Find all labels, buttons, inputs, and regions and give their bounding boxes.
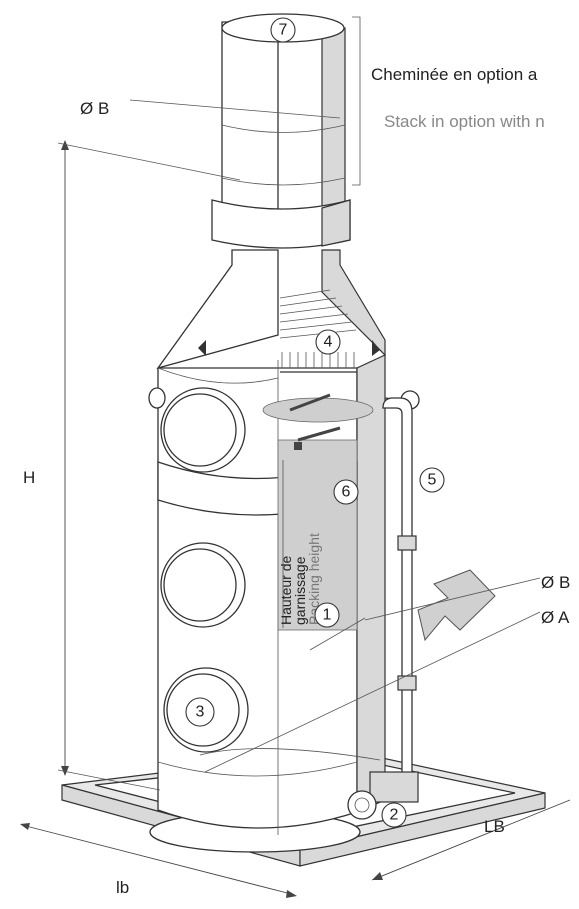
recirculation-pipe: [382, 397, 417, 781]
diameter-b-side-label: Ø B: [541, 573, 570, 592]
lifting-lug-left: [148, 387, 166, 409]
diameter-b-top-label: Ø B: [80, 99, 109, 118]
callout-2: 2: [381, 802, 407, 828]
svg-text:7: 7: [279, 22, 288, 39]
dimension-h: [57, 140, 241, 791]
height-label: H: [23, 468, 35, 487]
manhole-top: [160, 387, 246, 473]
stack-chimney: [211, 13, 361, 249]
demister-grating: [279, 289, 357, 450]
callout-7: 7: [270, 17, 296, 43]
dimension-lb: [20, 823, 297, 898]
callout-1: 1: [314, 602, 340, 628]
dimension-leaders: [129, 99, 541, 773]
callout-5: 5: [419, 467, 445, 493]
stack-label-en: Stack in option with n: [384, 112, 545, 131]
svg-text:5: 5: [428, 472, 437, 489]
stack-label-fr: Cheminée en option a: [371, 65, 538, 84]
svg-text:3: 3: [196, 704, 205, 721]
packing-height-label: Hauteur de garnissage Packing height: [278, 533, 322, 625]
svg-text:1: 1: [323, 607, 332, 624]
column-cone: [156, 249, 386, 384]
gas-inlet-arrow: [417, 569, 496, 642]
svg-text:2: 2: [390, 807, 399, 824]
callout-3: 3: [185, 697, 215, 727]
lb-small-label: lb: [116, 878, 129, 897]
pump: [347, 771, 419, 820]
svg-text:4: 4: [324, 334, 333, 351]
diameter-a-label: Ø A: [541, 608, 570, 627]
packing-label-fr-1: Hauteur de: [278, 556, 294, 625]
packing-label-en: Packing height: [306, 533, 322, 625]
packing-label-fr-2: garnissage: [292, 556, 308, 625]
manhole-middle: [160, 542, 246, 628]
callout-6: 6: [333, 479, 359, 505]
callout-4: 4: [315, 329, 341, 355]
svg-text:6: 6: [342, 484, 351, 501]
dimension-LB: [371, 799, 571, 881]
lb-label: LB: [484, 817, 505, 836]
